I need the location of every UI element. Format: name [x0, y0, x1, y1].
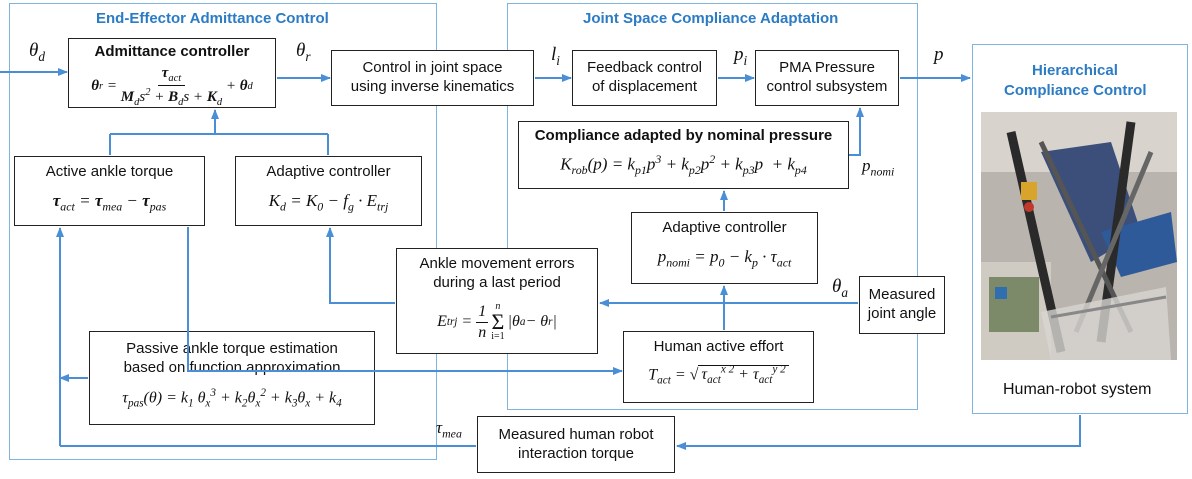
joint-space-adaptation-title: Joint Space Compliance Adaptation — [583, 10, 839, 27]
arrow-active-to-effort — [187, 227, 623, 375]
human-active-effort-title: Human active effort — [653, 338, 784, 355]
tau-mea-label: τmea — [436, 418, 462, 441]
feedback-control-box: Feedback control of displacement — [572, 50, 717, 106]
interaction-torque-line2: interaction torque — [518, 444, 634, 462]
arrow-errors-to-adaptive — [326, 227, 395, 304]
measured-joint-angle-line1: Measured — [868, 286, 936, 304]
adaptive-controller-mid-box: Adaptive controller pnomi = p0 − kp · τa… — [631, 212, 818, 284]
p-label: p — [934, 44, 944, 65]
human-robot-photo — [981, 112, 1177, 360]
joint-space-control-line1: Control in joint space — [362, 59, 503, 77]
p-i-label: pi — [734, 44, 748, 68]
pma-pressure-line1: PMA Pressure — [779, 59, 875, 77]
p-nomi-label: pnomi — [862, 156, 895, 179]
interaction-torque-line1: Measured human robot — [498, 425, 654, 443]
arrow-robot-to-interaction — [676, 415, 1081, 450]
passive-torque-line1: Passive ankle torque estimation — [126, 340, 338, 357]
joint-space-control-line2: using inverse kinematics — [350, 78, 515, 95]
hierarchical-compliance-title-line1: Hierarchical — [1032, 62, 1118, 79]
arrow-compliance-to-pma — [849, 107, 864, 156]
active-ankle-torque-box: Active ankle torque τact = τmea − τpas — [14, 156, 205, 226]
end-effector-admittance-title: End-Effector Admittance Control — [96, 10, 329, 27]
pma-pressure-line2: control subsystem — [766, 78, 888, 95]
pma-pressure-box: PMA Pressure control subsystem — [755, 50, 899, 106]
movement-errors-box: Ankle movement errors during a last peri… — [396, 248, 598, 354]
compliance-adapted-box: Compliance adapted by nominal pressure K… — [518, 121, 849, 189]
hierarchical-compliance-title-line2: Compliance Control — [1004, 82, 1147, 99]
theta-r-label: θr — [296, 40, 311, 64]
measured-joint-angle-line2: joint angle — [867, 305, 937, 322]
hierarchical-compliance-region — [972, 44, 1188, 414]
measured-joint-angle-box: Measured joint angle — [859, 276, 945, 334]
passive-torque-box: Passive ankle torque estimation based on… — [89, 331, 375, 425]
interaction-torque-box: Measured human robot interaction torque — [477, 416, 675, 473]
admittance-controller-title: Admittance controller — [94, 43, 250, 60]
joint-space-adaptation-region — [507, 3, 918, 410]
l-i-label: li — [551, 44, 560, 68]
joint-space-control-box: Control in joint space using inverse kin… — [331, 50, 534, 106]
human-active-effort-box: Human active effort Tact = √τactx 2 + τa… — [623, 331, 814, 403]
compliance-equation: Krob(p) = kp1p3 + kp2p2 + kp3p + kp4 — [560, 151, 807, 177]
feedback-control-line1: Feedback control — [586, 59, 703, 77]
theta-d-label: θd — [29, 40, 45, 64]
adaptive-controller-left-title: Adaptive controller — [266, 163, 391, 180]
adaptive-left-equation: Kd = K0 − fg · Etrj — [268, 190, 389, 214]
end-effector-admittance-region — [9, 3, 437, 460]
active-ankle-torque-title: Active ankle torque — [45, 163, 174, 180]
human-robot-caption: Human-robot system — [1003, 381, 1152, 398]
feedback-control-line2: of displacement — [591, 78, 698, 95]
adaptive-mid-equation: pnomi = p0 − kp · τact — [657, 246, 792, 270]
compliance-adapted-title: Compliance adapted by nominal pressure — [534, 127, 833, 144]
adaptive-controller-left-box: Adaptive controller Kd = K0 − fg · Etrj — [235, 156, 422, 226]
adaptive-controller-mid-title: Adaptive controller — [662, 219, 787, 236]
active-torque-equation: τact = τmea − τpas — [52, 190, 167, 214]
theta-a-label: θa — [832, 276, 848, 300]
human-effort-equation: Tact = √τactx 2 + τacty 2 — [624, 363, 813, 388]
movement-errors-line1: Ankle movement errors — [419, 255, 575, 272]
movement-errors-line2: during a last period — [433, 273, 561, 291]
passive-torque-equation: τpas(θ) = k1 θx3 + k2θx2 + k3θx + k4 — [122, 386, 342, 410]
